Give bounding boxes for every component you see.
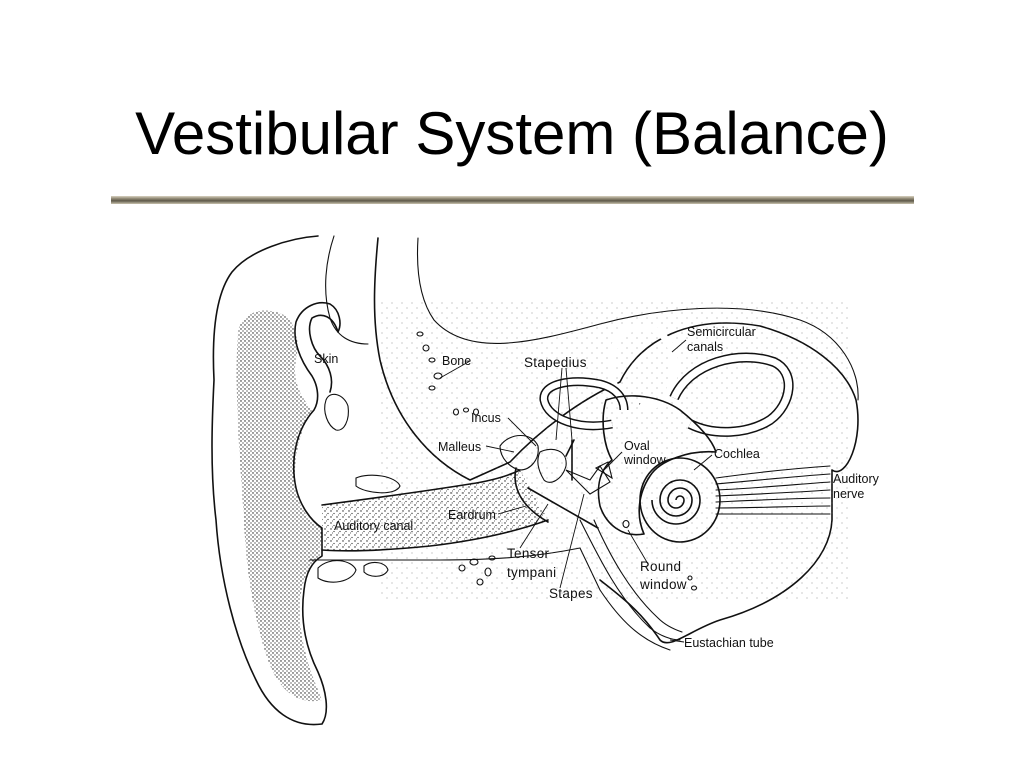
auditory-nerve-bundle: [715, 465, 831, 515]
eardrum-membrane: [514, 467, 549, 523]
label-stapes: Stapes: [549, 586, 593, 601]
label-malleus: Malleus: [438, 440, 481, 454]
ossicles: [499, 434, 613, 495]
label-skin: Skin: [314, 352, 338, 366]
cochlea-spiral: [639, 457, 721, 543]
semicircular-canals: [539, 323, 794, 437]
label-eardrum: Eardrum: [448, 508, 496, 522]
label-auditory-canal: Auditory canal: [334, 519, 413, 533]
title-divider: [111, 196, 914, 204]
label-auditory-nerve-line2: nerve: [833, 487, 864, 501]
label-round-window-line2: window: [639, 577, 687, 592]
label-oval-window-line1: Oval: [624, 439, 650, 453]
label-bone: Bone: [442, 354, 471, 368]
auditory-canal: [321, 469, 549, 552]
label-leaders: [439, 339, 713, 643]
pinna: [211, 235, 369, 726]
temporal-bone: [309, 237, 859, 651]
diagram-labels: Skin Bone Stapedius Semicircular canals …: [314, 325, 880, 650]
bone-pores: [416, 331, 698, 591]
label-cochlea: Cochlea: [714, 447, 760, 461]
label-round-window-line1: Round: [640, 559, 681, 574]
label-semicircular-canals-line2: canals: [687, 340, 723, 354]
slide-title: Vestibular System (Balance): [135, 100, 889, 167]
label-auditory-nerve-line1: Auditory: [833, 472, 880, 486]
label-oval-window-line2: window: [623, 453, 667, 467]
round-window-opening: [622, 519, 630, 529]
label-tensor-tympani-line2: tympani: [507, 565, 556, 580]
label-stapedius: Stapedius: [524, 355, 587, 370]
tensor-tympani-muscle: [527, 487, 599, 529]
label-tensor-tympani-line1: Tensor: [507, 546, 550, 561]
label-incus: Incus: [471, 411, 501, 425]
eustachian-tube: [579, 519, 683, 641]
label-eustachian-tube: Eustachian tube: [684, 636, 774, 650]
label-semicircular-canals-line1: Semicircular: [687, 325, 756, 339]
